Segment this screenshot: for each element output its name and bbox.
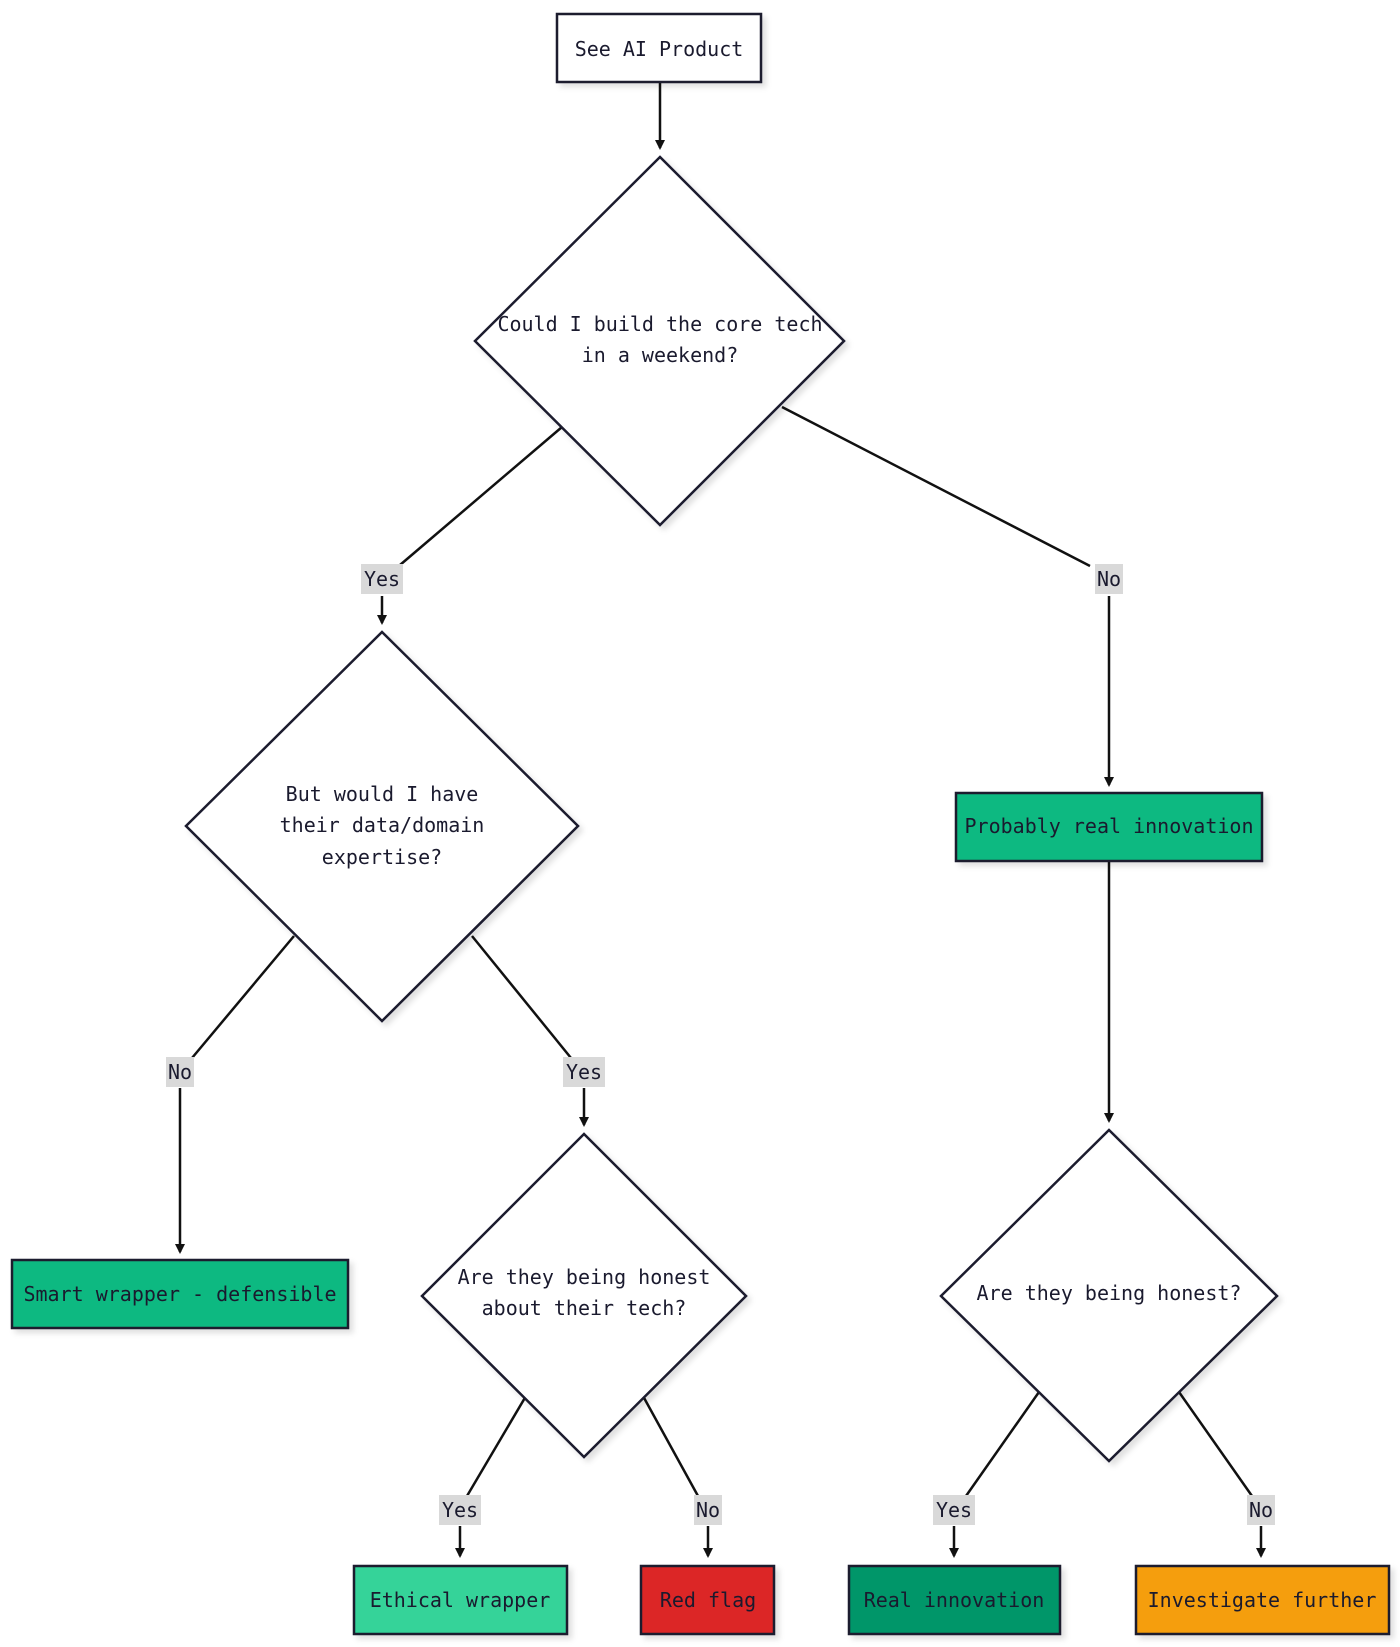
label-bg [439,1495,481,1525]
node-real-label: Real innovation [864,1588,1045,1612]
edge-label-text: No [1097,567,1121,591]
node-ethical-box [352,1564,569,1636]
edge-label-text: Yes [442,1498,478,1522]
label-bg [563,1057,605,1087]
edge-q1-yes [399,426,563,566]
label-bg [361,564,403,594]
edge-q4-no [1177,1391,1254,1497]
edge-label-text: Yes [364,567,400,591]
edge-q2-no [191,935,295,1059]
node-real-innovation[interactable]: Real innovation [847,1564,1062,1636]
edge-label-text: No [696,1498,720,1522]
decision-q1-line-2: in a weekend? [582,343,739,367]
node-ethical-label: Ethical wrapper [370,1588,551,1612]
node-redflag-box [639,1564,776,1636]
decision-q3[interactable]: Are they being honest about their tech? [420,1132,748,1459]
node-smart-wrapper[interactable]: Smart wrapper - defensible [10,1258,350,1330]
decision-q1-diamond [473,155,846,527]
node-investigate-further[interactable]: Investigate further [1134,1564,1391,1636]
label-bg [166,1057,194,1087]
decision-q4-line-1: Are they being honest? [977,1281,1242,1305]
label-bg [1095,564,1123,594]
edge-label-q3-no: No [694,1495,722,1525]
decision-q3-diamond [420,1132,748,1459]
edge-labels: Yes No No Yes Yes No Yes No [166,564,1275,1525]
label-bg [694,1495,722,1525]
node-investigate-label: Investigate further [1148,1588,1377,1612]
node-real-box [847,1564,1062,1636]
decision-q3-line-2: about their tech? [482,1296,687,1320]
decision-q2-line-3: expertise? [322,845,442,869]
edge-q1-no [781,405,1091,568]
edge-q4-yes [964,1391,1041,1497]
edge-label-q2-yes: Yes [563,1057,605,1087]
edge-label-text: Yes [566,1060,602,1084]
node-ethical-wrapper[interactable]: Ethical wrapper [352,1564,569,1636]
edge-label-q3-yes: Yes [439,1495,481,1525]
edge-q3-yes [465,1395,528,1497]
node-probably-real-innovation[interactable]: Probably real innovation [954,791,1264,863]
node-investigate-box [1134,1564,1391,1636]
node-probably-box [954,791,1264,863]
edge-label-q4-yes: Yes [933,1495,975,1525]
node-smart-box [10,1258,350,1330]
edge-label-text: Yes [936,1498,972,1522]
label-bg [933,1495,975,1525]
decision-q2-line-1: But would I have [286,782,479,806]
decision-q2[interactable]: But would I have their data/domain exper… [184,630,580,1023]
edge-label-q4-no: No [1247,1495,1275,1525]
edge-q2-yes [471,935,572,1059]
edge-label-q2-no: No [166,1057,194,1087]
decision-q2-diamond [184,630,580,1023]
node-start-label: See AI Product [575,37,744,61]
edge-q3-no [641,1395,700,1497]
decision-q1-line-1: Could I build the core tech [497,312,822,336]
decision-q2-line-2: their data/domain [280,813,485,837]
decision-q4-diamond [939,1128,1279,1463]
edge-label-text: No [168,1060,192,1084]
node-redflag-label: Red flag [660,1588,756,1612]
nodes: See AI Product Could I build the core te… [10,12,1391,1636]
node-start[interactable]: See AI Product [555,12,763,84]
node-smart-label: Smart wrapper - defensible [23,1282,336,1306]
edges [175,82,1266,1558]
decision-q1[interactable]: Could I build the core tech in a weekend… [473,155,846,527]
node-red-flag[interactable]: Red flag [639,1564,776,1636]
label-bg [1247,1495,1275,1525]
edge-label-q1-no: No [1095,564,1123,594]
node-start-box [555,12,763,84]
edge-label-text: No [1249,1498,1273,1522]
edge-label-q1-yes: Yes [361,564,403,594]
node-probably-label: Probably real innovation [965,814,1254,838]
decision-q4[interactable]: Are they being honest? [939,1128,1279,1463]
decision-q3-line-1: Are they being honest [458,1265,711,1289]
